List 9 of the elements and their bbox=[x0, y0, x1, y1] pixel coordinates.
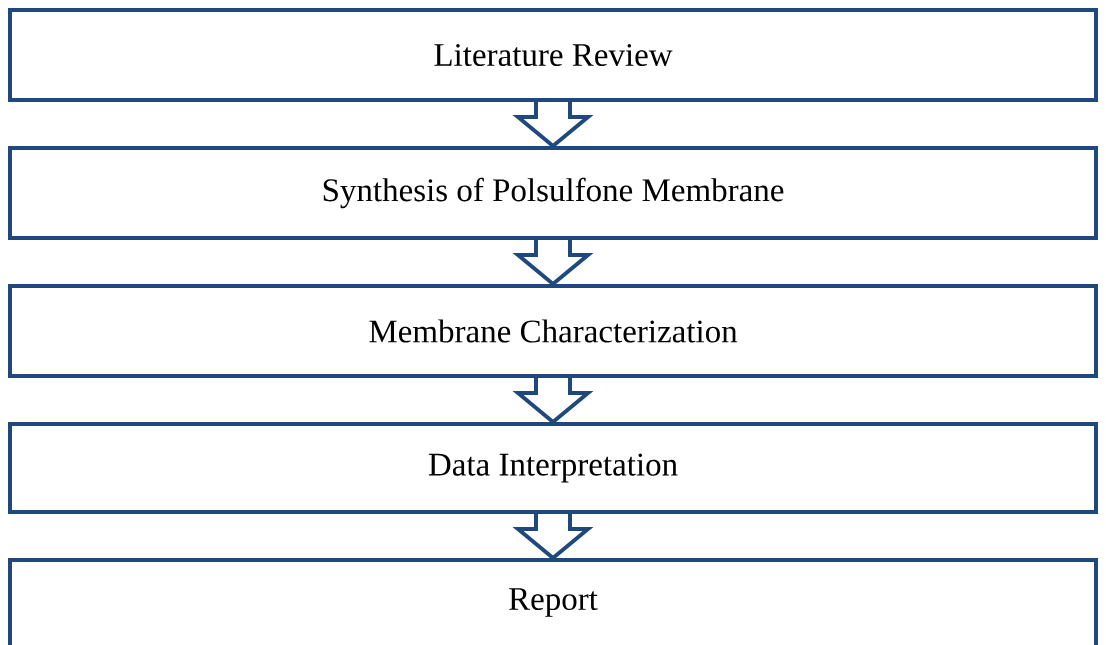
block-arrow bbox=[512, 100, 594, 149]
block-arrow bbox=[512, 376, 594, 425]
process-box: Report bbox=[8, 558, 1098, 645]
process-box: Data Interpretation bbox=[8, 422, 1098, 514]
process-box: Literature Review bbox=[8, 8, 1098, 102]
process-box: Synthesis of Polsulfone Membrane bbox=[8, 146, 1098, 240]
process-box: Membrane Characterization bbox=[8, 284, 1098, 378]
block-arrow bbox=[512, 512, 594, 561]
block-arrow bbox=[512, 238, 594, 287]
